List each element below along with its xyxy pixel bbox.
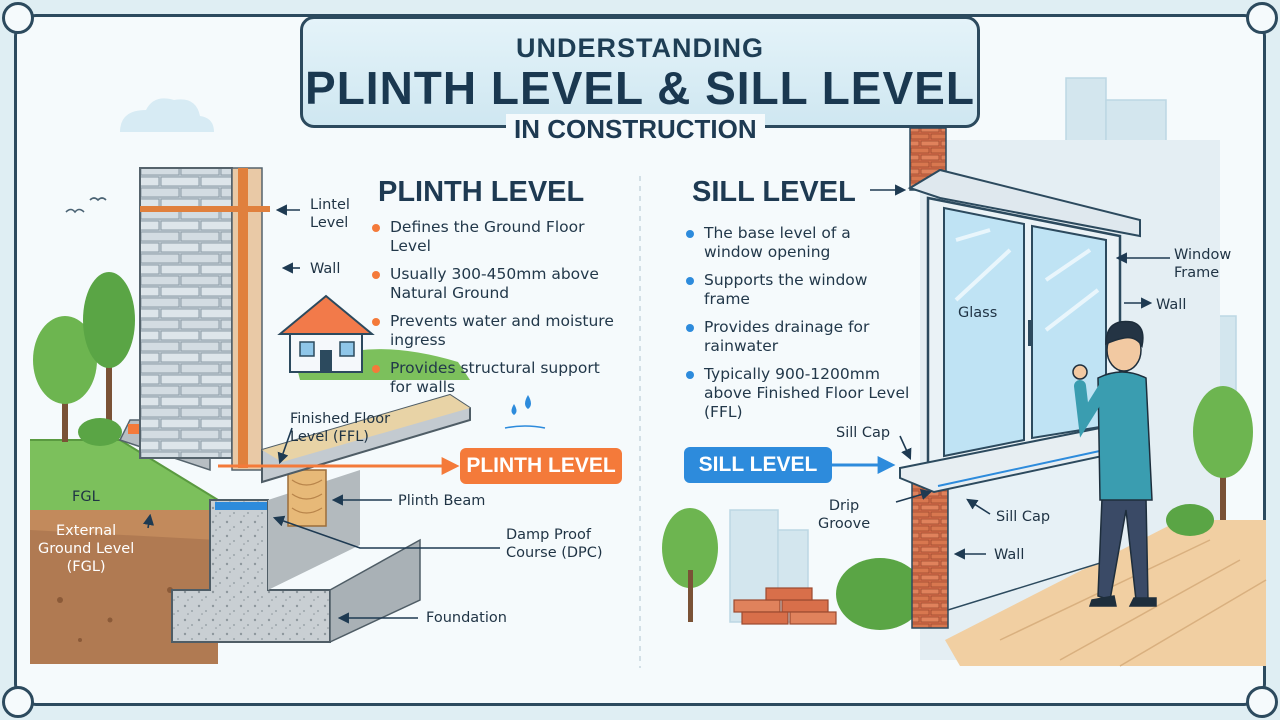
dpc-label: Damp Proof Course (DPC) bbox=[506, 527, 603, 561]
bullet-dot bbox=[686, 277, 694, 285]
bullet-dot bbox=[686, 230, 694, 238]
bullet-dot bbox=[372, 271, 380, 279]
ffl-label: Finished Floor Level (FFL) bbox=[290, 411, 391, 445]
title-line-2: PLINTH LEVEL & SILL LEVEL bbox=[305, 62, 975, 114]
bullet-dot bbox=[372, 365, 380, 373]
corner-ornament bbox=[2, 2, 34, 34]
sill-bullet: Typically 900-1200mm above Finished Floo… bbox=[684, 365, 910, 422]
plinth-bullet: Usually 300-450mm above Natural Ground bbox=[370, 265, 626, 303]
plinth-bullet: Prevents water and moisture ingress bbox=[370, 312, 626, 350]
corner-ornament bbox=[2, 686, 34, 718]
bullet-dot bbox=[686, 371, 694, 379]
plinth-beam-label: Plinth Beam bbox=[398, 493, 486, 509]
bullet-dot bbox=[372, 224, 380, 232]
sill-level-badge: SILL LEVEL bbox=[684, 447, 832, 483]
plinth-heading: PLINTH LEVEL bbox=[378, 176, 585, 208]
sill-heading: SILL LEVEL bbox=[692, 176, 856, 208]
glass-label: Glass bbox=[958, 305, 998, 321]
window-frame-label: Window Frame bbox=[1174, 247, 1232, 281]
foundation-label: Foundation bbox=[426, 610, 507, 626]
bullet-dot bbox=[686, 324, 694, 332]
external-ground-level-label: External Ground Level (FGL) bbox=[38, 523, 135, 575]
fgl-label: FGL bbox=[72, 489, 100, 505]
plinth-bullet: Provides structural support for walls bbox=[370, 359, 626, 397]
title-line-3: IN CONSTRUCTION bbox=[506, 114, 765, 145]
corner-ornament bbox=[1246, 686, 1278, 718]
sill-bullets: The base level of a window opening Suppo… bbox=[684, 224, 910, 431]
drip-groove-label: Drip Groove bbox=[818, 498, 871, 532]
sill-bullet: The base level of a window opening bbox=[684, 224, 910, 262]
sill-cap-top-label: Sill Cap bbox=[836, 425, 891, 441]
plinth-level-badge: PLINTH LEVEL bbox=[460, 448, 622, 484]
plinth-bullets: Defines the Ground Floor Level Usually 3… bbox=[370, 218, 626, 406]
sill-bullet: Provides drainage for rainwater bbox=[684, 318, 910, 356]
title-banner: UNDERSTANDING PLINTH LEVEL & SILL LEVEL bbox=[300, 16, 980, 128]
title-line-1: UNDERSTANDING bbox=[516, 33, 764, 63]
lintel-level-label: Lintel Level bbox=[310, 197, 350, 231]
corner-ornament bbox=[1246, 2, 1278, 34]
bullet-dot bbox=[372, 318, 380, 326]
plinth-bullet: Defines the Ground Floor Level bbox=[370, 218, 626, 256]
wall-lower-label: Wall bbox=[994, 547, 1025, 563]
wall-label: Wall bbox=[310, 261, 341, 277]
wall-upper-label: Wall bbox=[1156, 297, 1187, 313]
sill-cap-right-label: Sill Cap bbox=[996, 509, 1051, 525]
sill-bullet: Supports the window frame bbox=[684, 271, 910, 309]
